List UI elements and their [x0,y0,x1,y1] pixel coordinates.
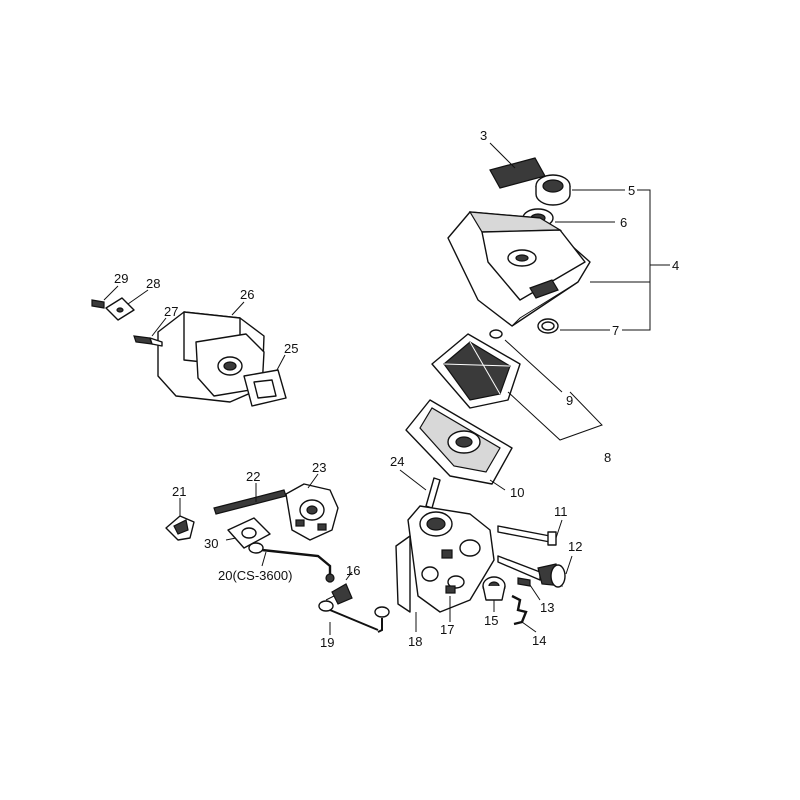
callout-19: 19 [320,635,334,650]
grommet-part [482,576,506,601]
callout-4: 4 [672,258,679,273]
callout-29: 29 [114,271,128,286]
callout-11: 11 [554,504,568,519]
callout-15: 15 [484,613,498,628]
carburetor-housing-part [395,505,495,613]
carburetor-part [285,483,339,541]
callout-18: 18 [408,634,422,649]
carburetor-gasket-part [227,517,271,549]
callout-21: 21 [172,484,186,499]
o-ring-part [537,318,559,334]
callout-14: 14 [532,633,546,648]
callout-27: 27 [164,304,178,319]
callout-8: 8 [604,450,611,465]
clamp-part [165,515,195,541]
long-bolt-part [497,525,557,546]
callout-24: 24 [390,454,404,469]
leader-lines [103,142,670,635]
hose-part [213,489,287,515]
callout-23: 23 [312,460,326,475]
lock-plate-part [105,297,135,321]
callout-6: 6 [620,215,627,230]
callout-7: 7 [612,323,619,338]
callout-30: 30 [204,536,218,551]
callout-9: 9 [566,393,573,408]
callout-20: 20(CS-3600) [218,568,292,583]
muffler-part [157,311,265,403]
callout-12: 12 [568,539,582,554]
callout-26: 26 [240,287,254,302]
impulse-pipe-part [248,542,335,583]
small-washer-part [489,329,503,339]
cover-knob-part [535,174,571,206]
filter-base-part [405,399,513,485]
muffler-bolt-part [133,335,163,347]
wire-clip-part [511,594,528,626]
callout-25: 25 [284,341,298,356]
fuel-fitting-part [325,583,353,605]
callout-3: 3 [480,128,487,143]
pad-part [445,585,456,594]
callout-22: 22 [246,469,260,484]
callout-13: 13 [540,600,554,615]
callout-10: 10 [510,485,524,500]
callout-17: 17 [440,622,454,637]
callout-16: 16 [346,563,360,578]
air-cleaner-cover-part [447,211,591,327]
muffler-gasket-part [243,369,287,407]
stud-part [425,477,441,509]
small-screw-part [517,577,531,587]
plate-screw-part [91,299,105,309]
choke-knob-part [497,555,566,588]
callout-28: 28 [146,276,160,291]
air-filter-part [431,333,521,409]
callout-labels: 3 4 5 6 7 8 9 10 11 12 13 14 15 16 17 18… [114,128,679,650]
fuel-line-part [318,600,390,633]
callout-5: 5 [628,183,635,198]
